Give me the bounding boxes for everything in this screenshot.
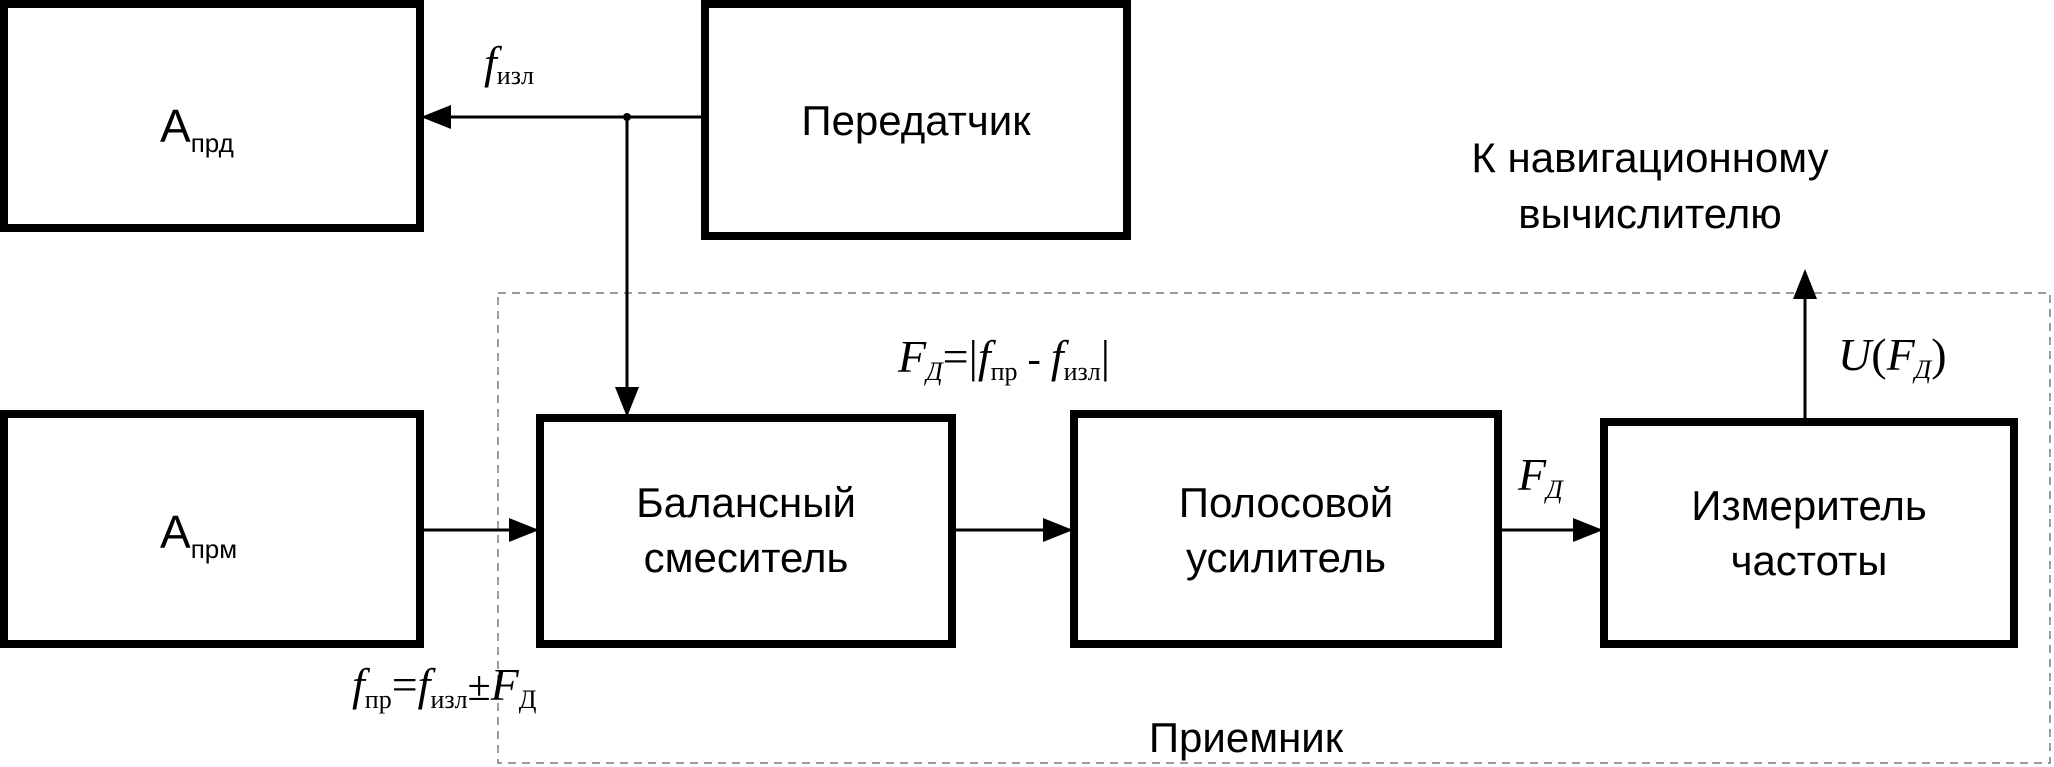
meter-label-line2: частоты xyxy=(1731,537,1888,584)
meter-label-line1: Измеритель xyxy=(1691,482,1927,529)
antenna-tx-label: Aпрд xyxy=(160,100,234,158)
amplifier-block xyxy=(1070,410,1502,648)
output-signal: U(FД) xyxy=(1838,329,1947,384)
receiver-label: Приемник xyxy=(1149,714,1344,761)
nav-label-line1: К навигационному xyxy=(1471,134,1828,181)
transmitter-block xyxy=(701,0,1131,240)
doppler-formula: FД=|fпр - fизл| xyxy=(897,331,1110,386)
nav-label-line2: вычислителю xyxy=(1518,190,1782,237)
f-emit-signal: fизл xyxy=(484,37,534,90)
antenna-rx-label: Aпрм xyxy=(160,506,237,564)
doppler-signal: FД xyxy=(1517,449,1564,504)
amplifier-label-line1: Полосовой xyxy=(1179,479,1393,526)
mixer-label-line1: Балансный xyxy=(636,479,856,526)
antenna-rx-block xyxy=(0,410,424,648)
mixer-label-line2: смеситель xyxy=(644,534,849,581)
amplifier-label-line2: усилитель xyxy=(1186,534,1386,581)
antenna-tx-block xyxy=(0,0,424,232)
mixer-block xyxy=(536,414,956,648)
receiver-boundary xyxy=(497,292,2051,764)
transmitter-label: Передатчик xyxy=(801,97,1031,144)
received-frequency-formula: fпр=fизл±FД xyxy=(352,659,537,714)
meter-block xyxy=(1600,418,2018,648)
